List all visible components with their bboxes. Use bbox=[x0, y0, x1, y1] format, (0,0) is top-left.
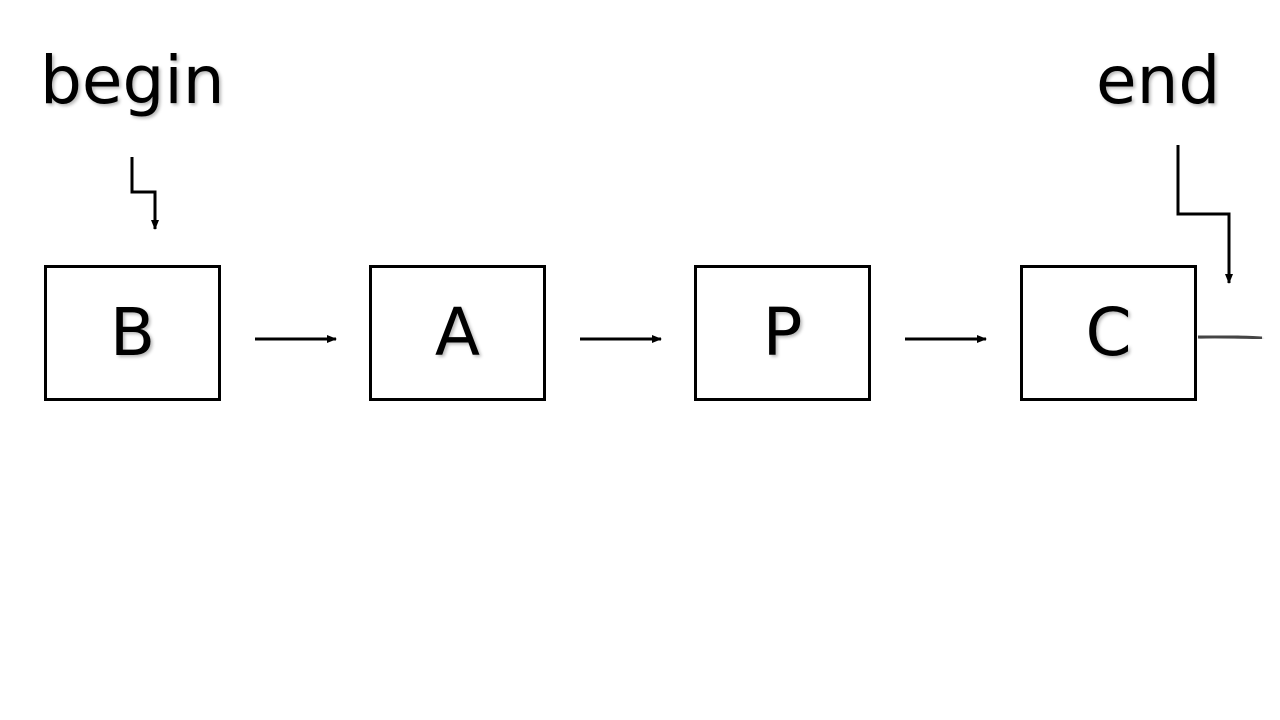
node-c: C bbox=[1020, 265, 1197, 401]
begin-pointer-arrow bbox=[130, 157, 159, 230]
node-label: C bbox=[1085, 294, 1132, 371]
node-p: P bbox=[694, 265, 871, 401]
node-label: B bbox=[109, 294, 156, 371]
node-a: A bbox=[369, 265, 546, 401]
end-pointer-arrow bbox=[1176, 145, 1233, 284]
node-label: A bbox=[434, 294, 481, 371]
tail-line bbox=[1197, 335, 1263, 340]
begin-label: begin bbox=[40, 42, 225, 119]
node-b: B bbox=[44, 265, 221, 401]
end-label: end bbox=[1096, 42, 1221, 119]
node-label: P bbox=[762, 294, 803, 371]
